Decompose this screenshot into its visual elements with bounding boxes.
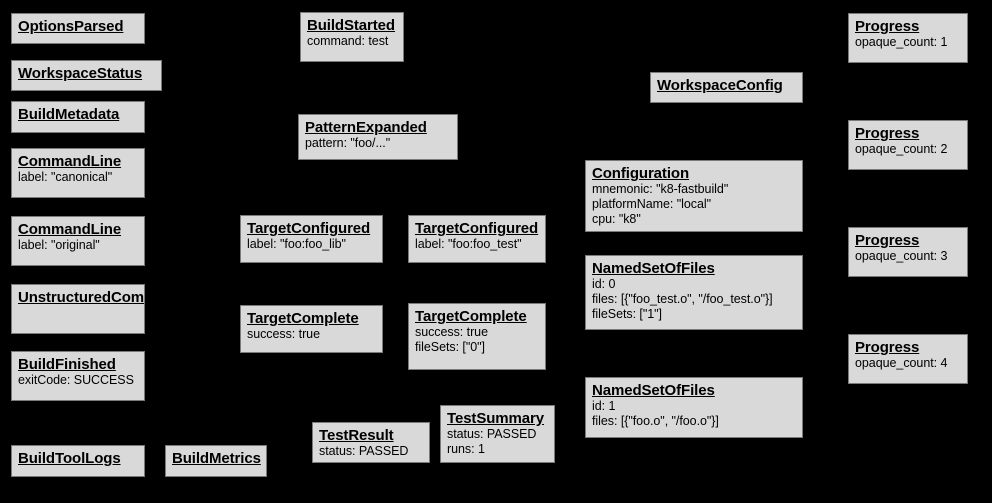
event-node-field: opaque_count: 3 bbox=[855, 249, 948, 263]
event-node-field: files: [{"foo.o", "/foo.o"}] bbox=[592, 414, 719, 428]
event-node-field: fileSets: ["1"] bbox=[592, 307, 662, 321]
event-node-title: Progress bbox=[855, 18, 920, 35]
event-node-field: status: PASSED bbox=[447, 427, 537, 441]
event-node-field: id: 1 bbox=[592, 399, 616, 413]
event-node-title: TargetConfigured bbox=[415, 220, 539, 237]
event-node-title: TargetComplete bbox=[415, 308, 527, 325]
event-node-title: Progress bbox=[855, 232, 920, 249]
event-node-field: pattern: "foo/..." bbox=[305, 136, 391, 150]
event-node-build-tool-logs[interactable]: BuildToolLogs bbox=[11, 445, 145, 477]
event-node-field: cpu: "k8" bbox=[592, 212, 641, 226]
event-node-field: label: "original" bbox=[18, 238, 100, 252]
event-node-field: platformName: "local" bbox=[592, 197, 711, 211]
event-node-title: Configuration bbox=[592, 165, 690, 182]
event-node-field: label: "foo:foo_test" bbox=[415, 237, 522, 251]
event-node-title: BuildStarted bbox=[307, 17, 395, 34]
event-node-field: status: PASSED bbox=[319, 444, 409, 458]
event-node-title: TestSummary bbox=[447, 410, 544, 427]
event-node-workspace-status[interactable]: WorkspaceStatus bbox=[11, 60, 162, 91]
event-node-title: OptionsParsed bbox=[18, 18, 124, 35]
event-node-title: WorkspaceConfig bbox=[657, 77, 783, 94]
event-node-title: UnstructuredCommandLine bbox=[18, 289, 145, 306]
event-node-field: opaque_count: 2 bbox=[855, 142, 948, 156]
event-node-field: command: test bbox=[307, 34, 389, 48]
event-node-field: label: "foo:foo_lib" bbox=[247, 237, 346, 251]
event-node-field: runs: 1 bbox=[447, 442, 485, 456]
event-node-field: label: "canonical" bbox=[18, 170, 113, 184]
event-node-title: BuildMetrics bbox=[172, 450, 261, 467]
event-node-field: id: 0 bbox=[592, 277, 616, 291]
event-node-build-metadata[interactable]: BuildMetadata bbox=[11, 101, 145, 133]
event-node-title: Progress bbox=[855, 339, 920, 356]
event-node-build-metrics[interactable]: BuildMetrics bbox=[165, 445, 267, 477]
event-node-field: exitCode: SUCCESS bbox=[18, 373, 134, 387]
event-node-field: success: true bbox=[415, 325, 488, 339]
event-node-title: WorkspaceStatus bbox=[18, 65, 143, 82]
event-node-title: CommandLine bbox=[18, 221, 122, 238]
event-node-workspace-config[interactable]: WorkspaceConfig bbox=[650, 72, 803, 103]
event-node-title: Progress bbox=[855, 125, 920, 142]
event-node-title: TestResult bbox=[319, 427, 394, 444]
event-node-field: mnemonic: "k8-fastbuild" bbox=[592, 182, 729, 196]
event-node-field: files: [{"foo_test.o", "/foo_test.o"}] bbox=[592, 292, 773, 306]
event-node-title: TargetConfigured bbox=[247, 220, 371, 237]
event-node-title: NamedSetOfFiles bbox=[592, 382, 715, 399]
event-node-field: success: true bbox=[247, 327, 320, 341]
event-node-title: PatternExpanded bbox=[305, 119, 427, 136]
event-node-title: BuildFinished bbox=[18, 356, 116, 373]
event-node-title: BuildToolLogs bbox=[18, 450, 121, 467]
event-node-field: fileSets: ["0"] bbox=[415, 340, 485, 354]
event-node-field: opaque_count: 1 bbox=[855, 35, 948, 49]
event-node-field: opaque_count: 4 bbox=[855, 356, 948, 370]
event-node-title: BuildMetadata bbox=[18, 106, 120, 123]
event-node-title: CommandLine bbox=[18, 153, 122, 170]
event-node-title: NamedSetOfFiles bbox=[592, 260, 715, 277]
event-node-unstructured-command-line[interactable]: UnstructuredCommandLine bbox=[11, 284, 145, 334]
event-node-title: TargetComplete bbox=[247, 310, 359, 327]
event-node-options-parsed[interactable]: OptionsParsed bbox=[11, 13, 145, 44]
